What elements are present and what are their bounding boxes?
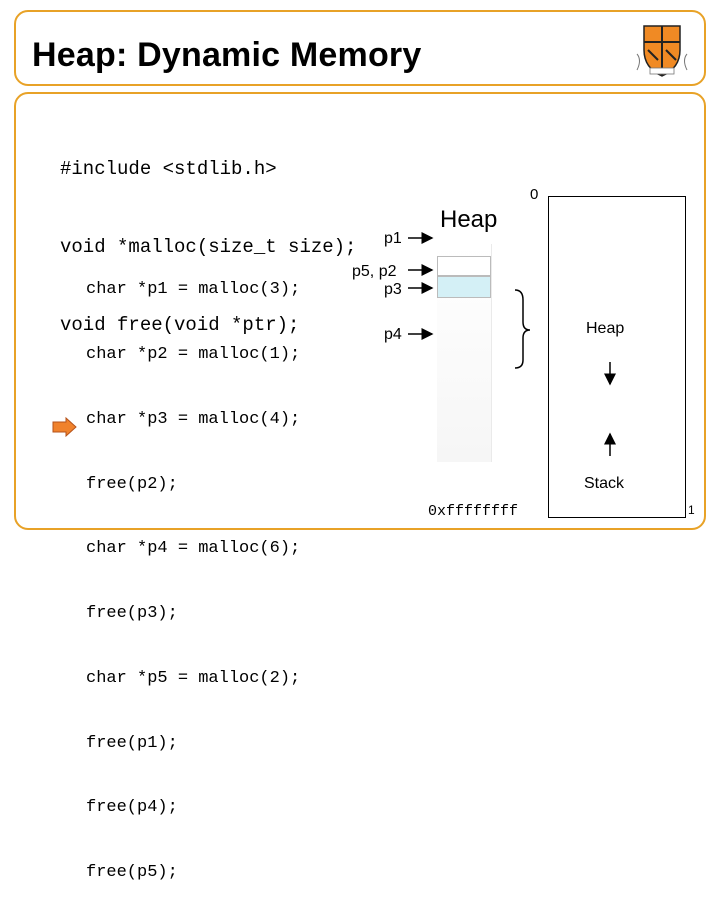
page-number: 1: [688, 503, 695, 517]
pointer-label-p4: p4: [384, 326, 402, 343]
code-line: free(p5);: [86, 863, 178, 883]
code-line: free(p2);: [86, 474, 178, 494]
title-bar: [14, 10, 706, 86]
top-address-label: 0xffffffff: [428, 503, 519, 520]
university-shield-icon: [636, 25, 688, 77]
pointer-label-p5-p2: p5, p2: [352, 263, 397, 280]
code-line: void free(void *ptr);: [60, 314, 300, 336]
code-line: char *p2 = malloc(1);: [86, 344, 301, 364]
diagram-arrows: [408, 232, 616, 456]
heap-region-label: Heap: [586, 320, 625, 337]
slide-title: Heap: Dynamic Memory: [32, 36, 422, 74]
code-line: free(p1);: [86, 733, 178, 753]
current-line-arrow-icon: [52, 417, 77, 437]
code-line: char *p4 = malloc(6);: [86, 539, 301, 559]
heap-block-p5-p2: [437, 256, 491, 276]
heap-brace: [514, 289, 531, 369]
code-line: char *p1 = malloc(3);: [86, 280, 301, 300]
pointer-label-p1: p1: [384, 230, 402, 247]
pointer-label-p3: p3: [384, 281, 402, 298]
memory-layout-box: [548, 196, 686, 518]
header-code-block: #include <stdlib.h> void *malloc(size_t …: [60, 104, 356, 364]
code-line: free(p3);: [86, 604, 178, 624]
code-line: void *malloc(size_t size);: [60, 236, 357, 258]
code-line: char *p5 = malloc(2);: [86, 668, 301, 688]
address-zero-label: 0: [530, 186, 539, 203]
heap-block-p3: [437, 276, 491, 298]
code-line: #include <stdlib.h>: [60, 158, 277, 180]
code-line: free(p4);: [86, 798, 178, 818]
code-line: char *p3 = malloc(4);: [86, 409, 301, 429]
stack-region-label: Stack: [584, 475, 625, 492]
heap-heading: Heap: [440, 206, 498, 233]
content-frame: [14, 92, 706, 530]
